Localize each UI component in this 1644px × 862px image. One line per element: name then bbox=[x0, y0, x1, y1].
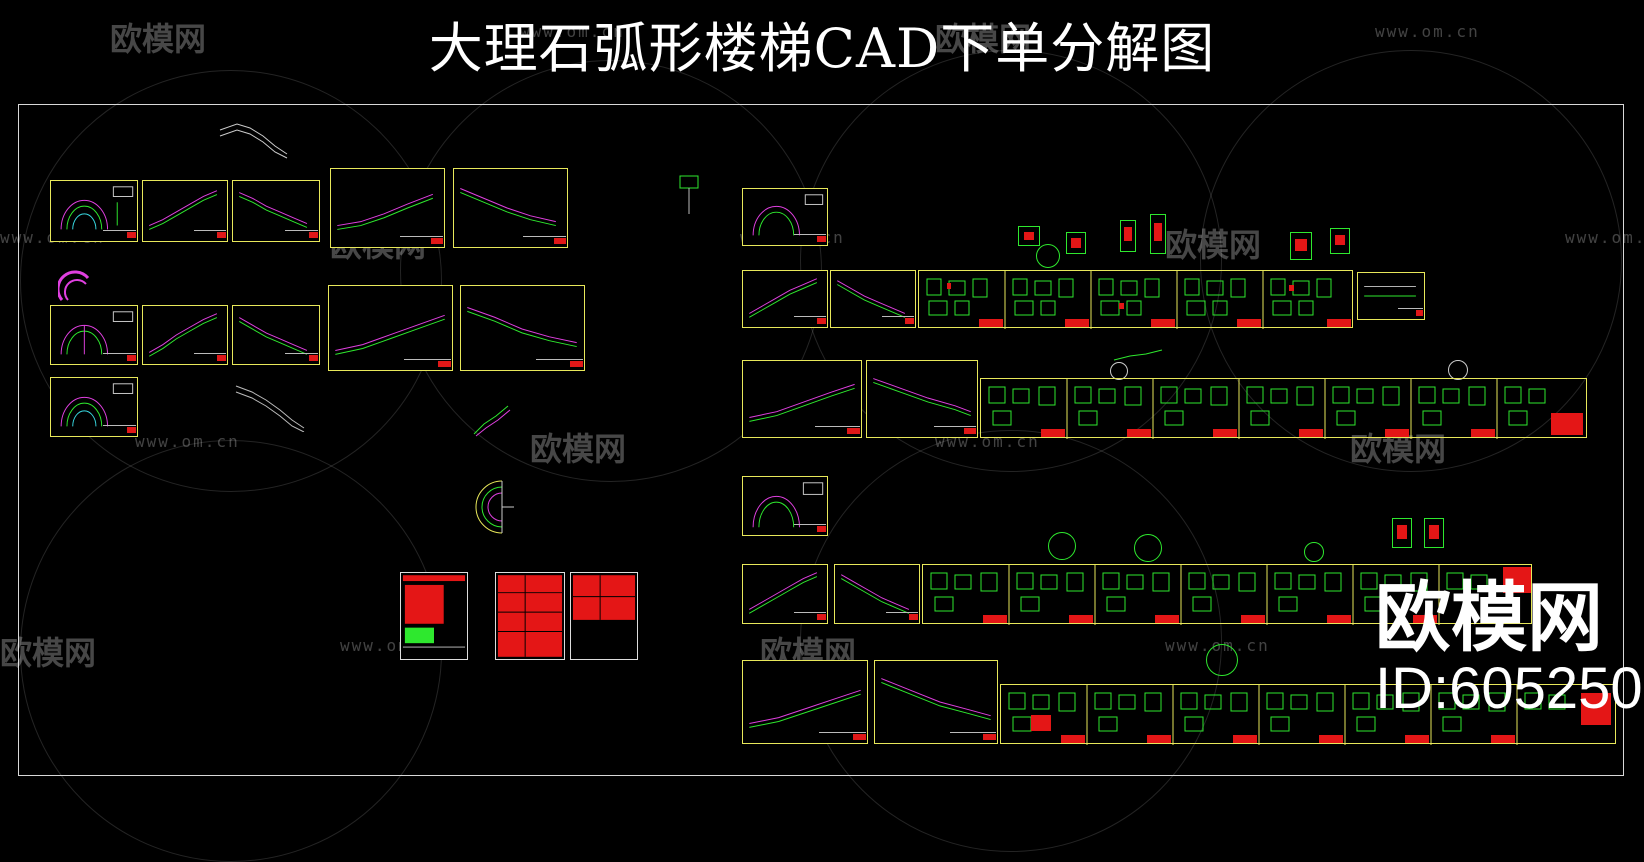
component-detail bbox=[1290, 232, 1312, 260]
parts-layout bbox=[988, 379, 1583, 439]
watermark-brand: 欧模网 bbox=[935, 20, 1032, 58]
drawing-sheet-elevation[interactable] bbox=[453, 168, 568, 248]
drawing-sheet-plan[interactable] bbox=[50, 305, 138, 365]
parts-layout bbox=[1008, 685, 1611, 745]
stair-sketch bbox=[219, 123, 288, 159]
drawing-sheet-detail[interactable] bbox=[1357, 272, 1425, 320]
watermark-brand: 欧模网 bbox=[110, 20, 207, 58]
parts-layout bbox=[930, 565, 1531, 625]
brand-watermark: 欧模网 bbox=[1375, 573, 1603, 662]
drawing-sheet-elevation[interactable] bbox=[142, 180, 228, 242]
drawing-sheet-elevation[interactable] bbox=[232, 305, 320, 365]
stair-sketch bbox=[679, 175, 699, 214]
circle-detail bbox=[1036, 244, 1060, 268]
parts-sheet-strip[interactable] bbox=[1000, 684, 1616, 745]
drawing-sheet-plan[interactable] bbox=[742, 476, 828, 536]
component-detail bbox=[1330, 228, 1350, 254]
schedule-table[interactable] bbox=[570, 572, 638, 660]
drawing-sheet-elevation[interactable] bbox=[330, 168, 445, 248]
circle-detail bbox=[1206, 644, 1238, 676]
circle-detail bbox=[1110, 362, 1128, 380]
page-title: 大理石弧形楼梯CAD下单分解图 bbox=[428, 17, 1216, 80]
component-detail bbox=[1066, 232, 1086, 254]
schedule-table[interactable] bbox=[400, 572, 468, 660]
drawing-sheet-elevation[interactable] bbox=[742, 660, 868, 744]
stair-plan-drawing[interactable] bbox=[462, 475, 522, 537]
watermark-url: www.om.cn bbox=[135, 432, 240, 451]
drawing-sheet-elevation[interactable] bbox=[742, 360, 862, 438]
circle-detail bbox=[1134, 534, 1162, 562]
parts-sheet-strip[interactable] bbox=[918, 270, 1353, 329]
drawing-sheet-elevation[interactable] bbox=[866, 360, 978, 438]
watermark-brand: 欧模网 bbox=[1165, 226, 1262, 264]
drawing-sheet-elevation[interactable] bbox=[830, 270, 916, 328]
parts-sheet-strip[interactable] bbox=[980, 378, 1587, 439]
drawing-sheet-plan[interactable] bbox=[50, 377, 138, 437]
component-detail bbox=[1150, 214, 1166, 254]
watermark-brand: 欧模网 bbox=[530, 430, 627, 468]
circle-detail bbox=[1448, 360, 1468, 380]
drawing-sheet-elevation[interactable] bbox=[742, 270, 828, 328]
component-detail bbox=[1018, 226, 1040, 246]
parts-sheet-strip[interactable] bbox=[922, 564, 1532, 625]
drawing-sheet-elevation[interactable] bbox=[834, 564, 920, 624]
component-detail bbox=[1424, 518, 1444, 548]
watermark-url: www.om.cn bbox=[520, 22, 625, 41]
drawing-sheet-elevation[interactable] bbox=[460, 285, 585, 371]
stair-sketch bbox=[1113, 349, 1163, 361]
watermark-url: www.om.cn bbox=[1565, 228, 1644, 247]
drawing-sheet-elevation[interactable] bbox=[142, 305, 228, 365]
component-detail bbox=[1120, 220, 1136, 252]
drawing-sheet-plan[interactable] bbox=[50, 180, 138, 242]
circle-detail bbox=[1304, 542, 1324, 562]
parts-layout bbox=[926, 271, 1351, 329]
drawing-sheet-elevation[interactable] bbox=[328, 285, 453, 371]
stair-sketch bbox=[235, 385, 305, 432]
component-detail bbox=[1392, 518, 1412, 548]
drawing-sheet-plan[interactable] bbox=[742, 188, 828, 246]
drawing-frame bbox=[18, 104, 1624, 776]
watermark-brand: 欧模网 bbox=[0, 634, 97, 672]
drawing-sheet-elevation[interactable] bbox=[874, 660, 998, 744]
watermark-circle bbox=[1200, 50, 1622, 472]
watermark-id: ID:605250 bbox=[1375, 656, 1643, 721]
circle-detail bbox=[1048, 532, 1076, 560]
schedule-table[interactable] bbox=[495, 572, 565, 660]
spiral-sketch bbox=[58, 270, 90, 301]
drawing-sheet-elevation[interactable] bbox=[742, 564, 828, 624]
stair-sketch bbox=[473, 405, 511, 437]
watermark-url: www.om.cn bbox=[1375, 22, 1480, 41]
drawing-sheet-elevation[interactable] bbox=[232, 180, 320, 242]
